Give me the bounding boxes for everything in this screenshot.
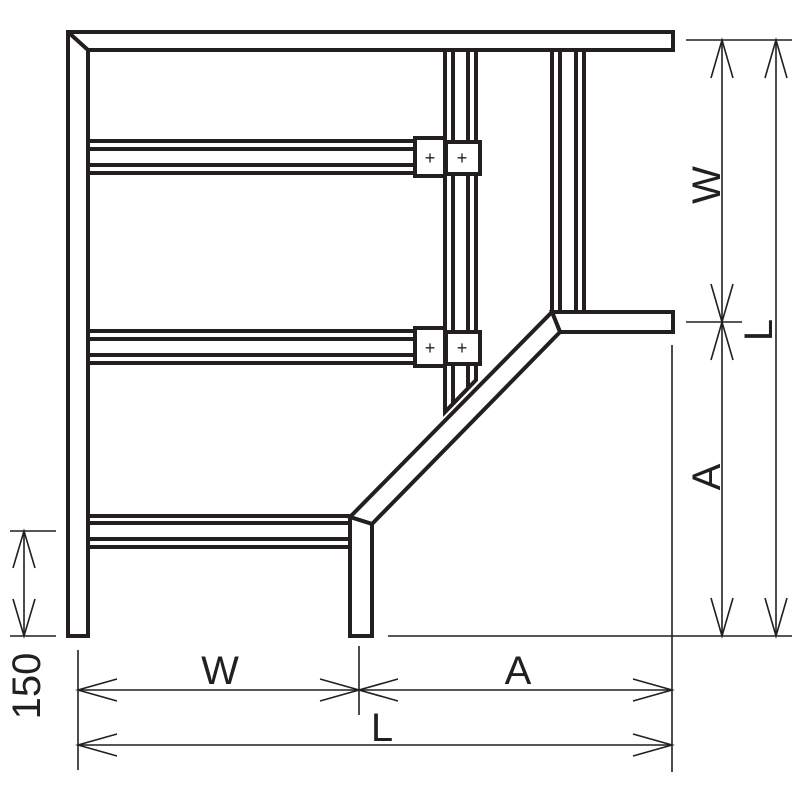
bottom-dimensions: W A L [75,646,675,770]
rung-3 [86,514,352,549]
dim-label-bottom-w: W [201,649,239,693]
dim-label-bottom-l: L [371,706,393,750]
lower-stub-rail [348,514,374,638]
dim-label-150: 150 [5,653,49,720]
right-branch-rail [549,310,675,334]
dim-label-right-l: L [737,319,781,341]
connector-lower: + + [413,326,482,368]
left-height-dimension: 150 [5,528,56,720]
connector-upper: + + [413,136,482,178]
dim-label-bottom-a: A [505,649,532,693]
right-rail [550,48,586,314]
right-dimensions: W A L [388,37,792,772]
connector-mark: + [457,148,468,168]
connector-mark: + [457,338,468,358]
left-rail [66,30,675,638]
dim-label-right-w: W [685,166,729,204]
dim-label-right-a: A [685,463,729,490]
rung-2 [86,329,418,365]
connector-mark: + [425,338,436,358]
rung-1 [86,139,418,175]
connector-mark: + [425,148,436,168]
